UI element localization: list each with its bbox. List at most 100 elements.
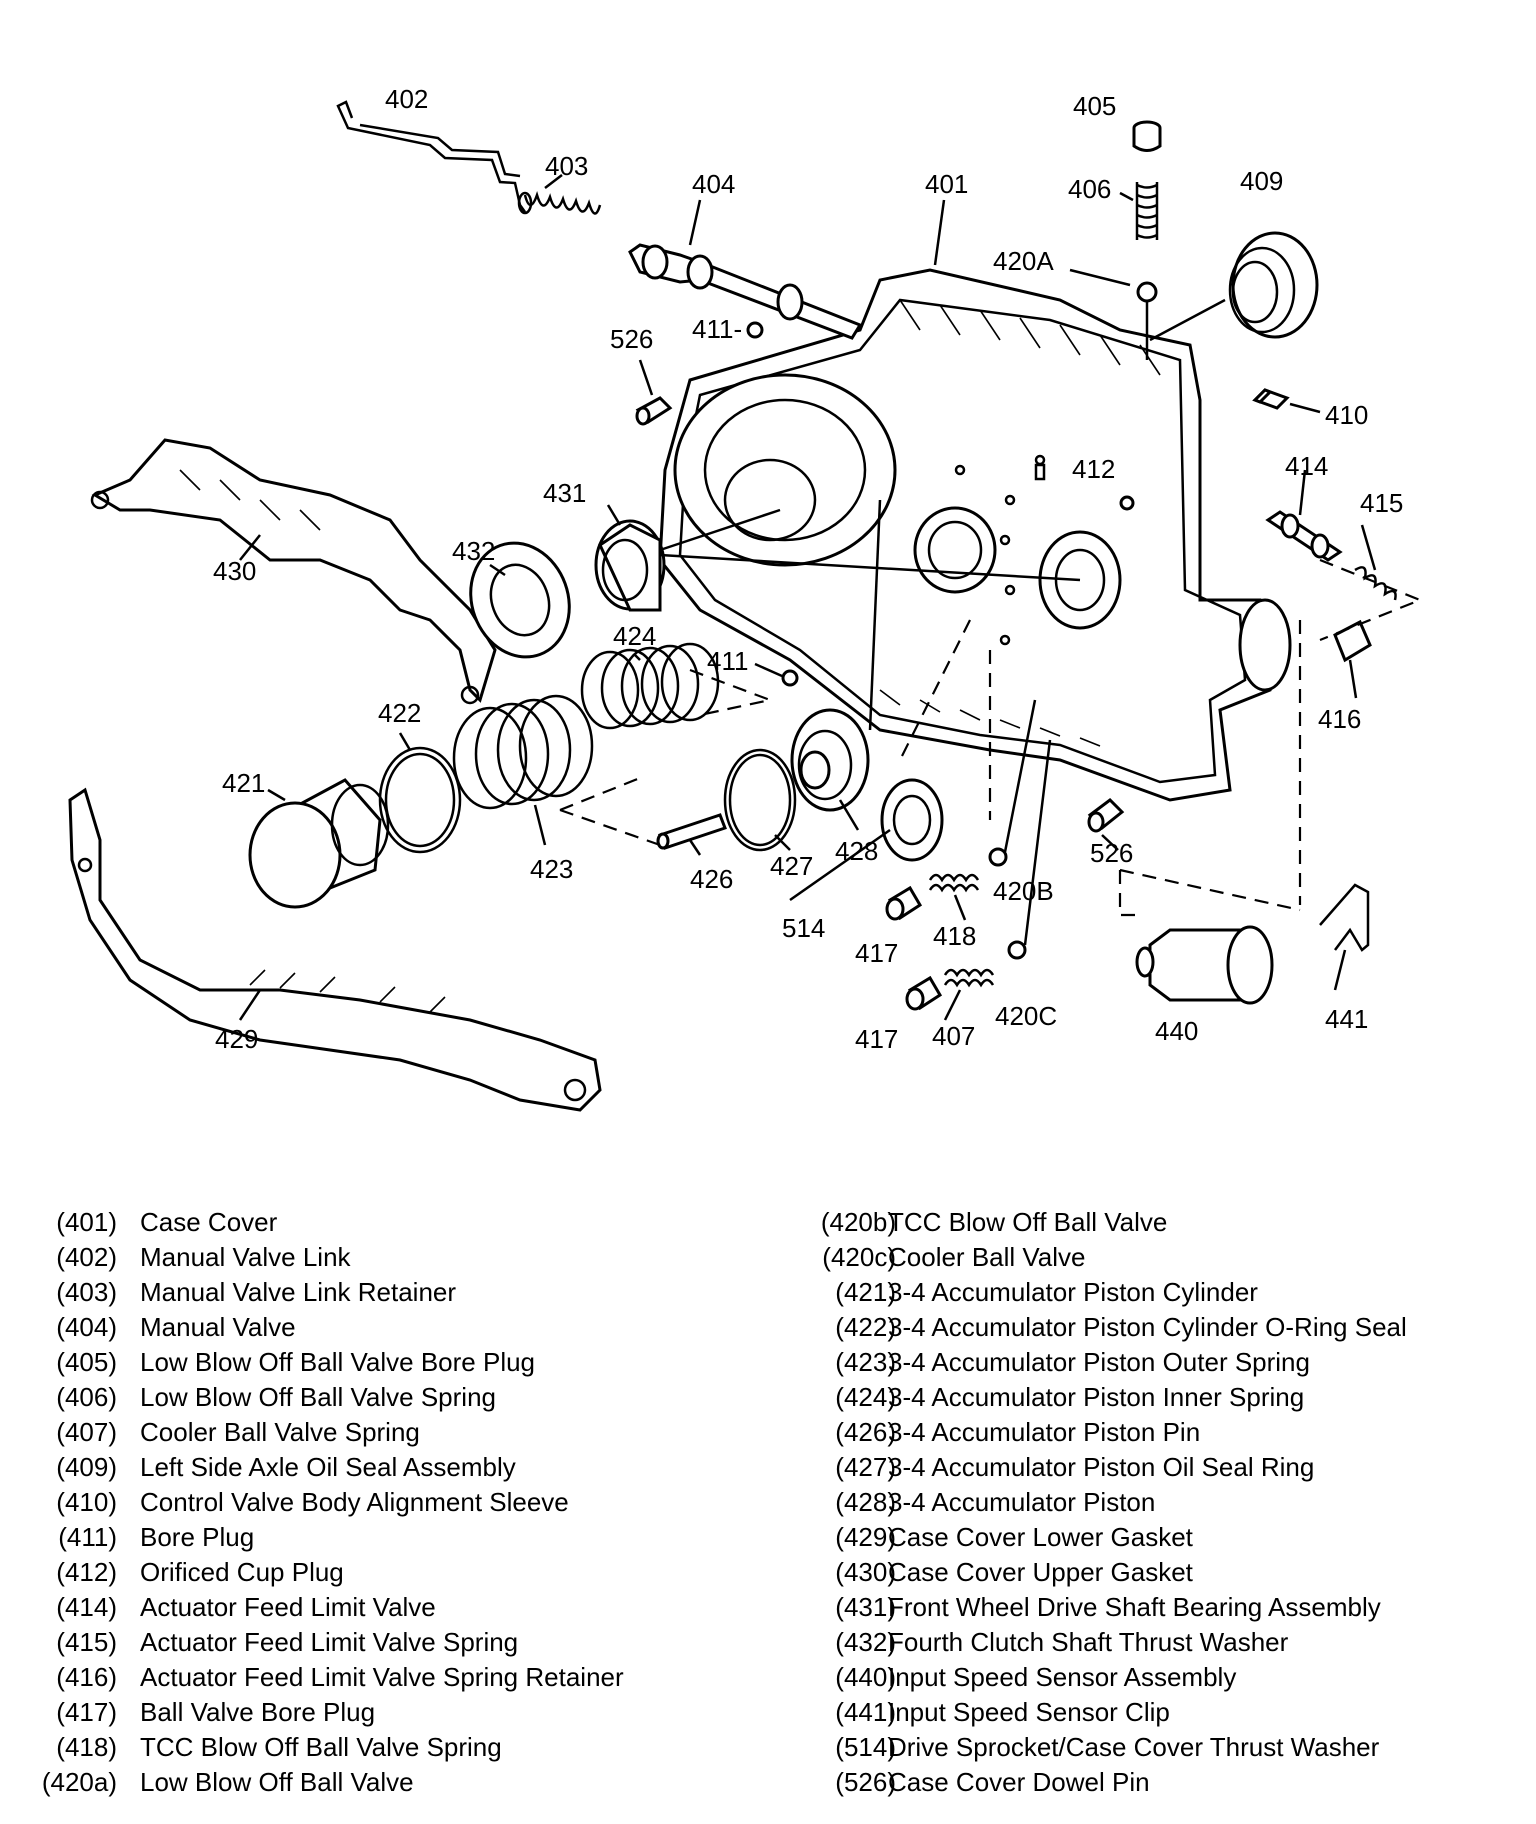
legend-part-number: (404) (56, 1312, 117, 1342)
leader-407 (943, 989, 962, 1021)
low-blow-off-plug-405 (1132, 120, 1162, 152)
legend-part-name: Case Cover Lower Gasket (888, 1522, 1193, 1552)
dash-424 (689, 668, 774, 717)
legend-row: (430)Case Cover Upper Gasket (760, 1555, 1536, 1590)
leader-431 (606, 504, 622, 526)
leader-526b (1101, 834, 1119, 851)
callout-412: 412 (1072, 454, 1115, 484)
callout-427: 427 (770, 851, 813, 881)
callout-417a: 417 (855, 938, 898, 968)
legend-part-number: (421) (835, 1277, 896, 1307)
callout-420b: 420B (993, 876, 1054, 906)
legend-part-number: (431) (835, 1592, 896, 1622)
o-ring-422 (378, 746, 462, 854)
bore-plug-411a (746, 321, 764, 339)
legend-row: (432)Fourth Clutch Shaft Thrust Washer (760, 1625, 1536, 1660)
legend-row: (410)Control Valve Body Alignment Sleeve (0, 1485, 700, 1520)
legend-row: (429)Case Cover Lower Gasket (760, 1520, 1536, 1555)
leader-404 (688, 199, 702, 246)
callout-526a: 526 (610, 324, 653, 354)
callout-430: 430 (213, 556, 256, 586)
legend-row: (409)Left Side Axle Oil Seal Assembly (0, 1450, 700, 1485)
callout-404: 404 (692, 169, 735, 199)
low-blow-off-spring-406 (1135, 182, 1159, 240)
callout-405: 405 (1073, 91, 1116, 121)
callout-418: 418 (933, 921, 976, 951)
alignment-sleeve-410 (1252, 388, 1321, 414)
leader-414 (1298, 469, 1307, 516)
ball-valve-bore-plug-417a (885, 885, 923, 921)
callout-424: 424 (613, 621, 656, 651)
legend-part-number: (424) (835, 1382, 896, 1412)
leader-441 (1333, 949, 1347, 991)
legend-part-name: 3-4 Accumulator Piston Inner Spring (888, 1382, 1305, 1412)
leader-401 (933, 199, 946, 266)
thrust-washer-432 (469, 541, 571, 659)
legend-row: (421)3-4 Accumulator Piston Cylinder (760, 1275, 1536, 1310)
callout-421: 421 (222, 768, 265, 798)
legend-part-name: Input Speed Sensor Assembly (888, 1662, 1237, 1692)
legend-row: (420c)Cooler Ball Valve (760, 1240, 1536, 1275)
leader-415 (1360, 524, 1377, 571)
manual-valve-link-402 (336, 100, 527, 213)
leader-416 (1348, 659, 1358, 699)
callout-411a: 411- (692, 314, 742, 344)
callout-403: 403 (545, 151, 588, 181)
leader-429 (238, 989, 262, 1021)
legend-part-name: Fourth Clutch Shaft Thrust Washer (888, 1627, 1289, 1657)
actuator-feed-limit-valve-414 (1265, 510, 1343, 562)
leader-411b (754, 662, 783, 678)
legend-part-name: Cooler Ball Valve Spring (140, 1417, 420, 1447)
legend-row: (422)3-4 Accumulator Piston Cylinder O-R… (760, 1310, 1536, 1345)
callout-420a: 420A (993, 246, 1054, 276)
legend-part-number: (401) (56, 1207, 117, 1237)
dowel-pin-526b (1087, 798, 1125, 833)
leader-426 (688, 839, 702, 856)
legend-part-name: Manual Valve (140, 1312, 296, 1342)
legend-part-name: Bore Plug (140, 1522, 255, 1552)
legend-row: (403)Manual Valve Link Retainer (0, 1275, 700, 1310)
low-blow-off-ball-420a (1136, 281, 1158, 303)
legend-part-name: Actuator Feed Limit Valve (140, 1592, 436, 1622)
legend-row: (428)3-4 Accumulator Piston (760, 1485, 1536, 1520)
legend-row: (405)Low Blow Off Ball Valve Bore Plug (0, 1345, 700, 1380)
callout-429: 429 (215, 1024, 258, 1054)
leader-420a (1069, 268, 1131, 287)
legend-part-name: Ball Valve Bore Plug (140, 1697, 376, 1727)
legend-part-name: TCC Blow Off Ball Valve (888, 1207, 1168, 1237)
callout-401: 401 (925, 169, 968, 199)
callout-426: 426 (690, 864, 733, 894)
exploded-parts-diagram: 402 403 404 401 405 406 409 420A 410 526… (68, 84, 1423, 1112)
legend-part-number: (420a) (41, 1767, 117, 1797)
leader-526a (638, 359, 654, 396)
spring-retainer-416 (1333, 619, 1372, 663)
legend-part-number: (426) (835, 1417, 896, 1447)
legend-part-name: Case Cover Dowel Pin (888, 1767, 1150, 1797)
legend-part-name: 3-4 Accumulator Piston Outer Spring (888, 1347, 1310, 1377)
outer-spring-423 (452, 694, 594, 810)
legend-part-name: Low Blow Off Ball Valve Bore Plug (140, 1347, 536, 1377)
legend-part-number: (409) (56, 1452, 117, 1482)
legend-part-name: Low Blow Off Ball Valve Spring (140, 1382, 496, 1412)
input-speed-sensor-clip-441 (1319, 883, 1370, 952)
legend-part-number: (422) (835, 1312, 896, 1342)
callout-407: 407 (932, 1021, 975, 1051)
callout-416: 416 (1318, 704, 1361, 734)
leader-424 (634, 654, 641, 661)
callout-428: 428 (835, 836, 878, 866)
legend-part-number: (440) (835, 1662, 896, 1692)
tcc-ball-420b (988, 847, 1008, 867)
callout-423: 423 (530, 854, 573, 884)
legend-row: (441)Input Speed Sensor Clip (760, 1695, 1536, 1730)
legend-part-name: Low Blow Off Ball Valve (140, 1767, 414, 1797)
callout-411b: 411 (707, 646, 748, 676)
legend-part-number: (429) (835, 1522, 896, 1552)
legend-part-number: (430) (835, 1557, 896, 1587)
legend-column-right: (420b)TCC Blow Off Ball Valve(420c)Coole… (760, 1205, 1536, 1800)
legend-row: (420b)TCC Blow Off Ball Valve (760, 1205, 1536, 1240)
leader-432 (489, 563, 506, 577)
dash-center (899, 619, 992, 820)
legend-part-number: (406) (56, 1382, 117, 1412)
callout-417b: 417 (855, 1024, 898, 1054)
tcc-spring-418 (928, 873, 980, 893)
